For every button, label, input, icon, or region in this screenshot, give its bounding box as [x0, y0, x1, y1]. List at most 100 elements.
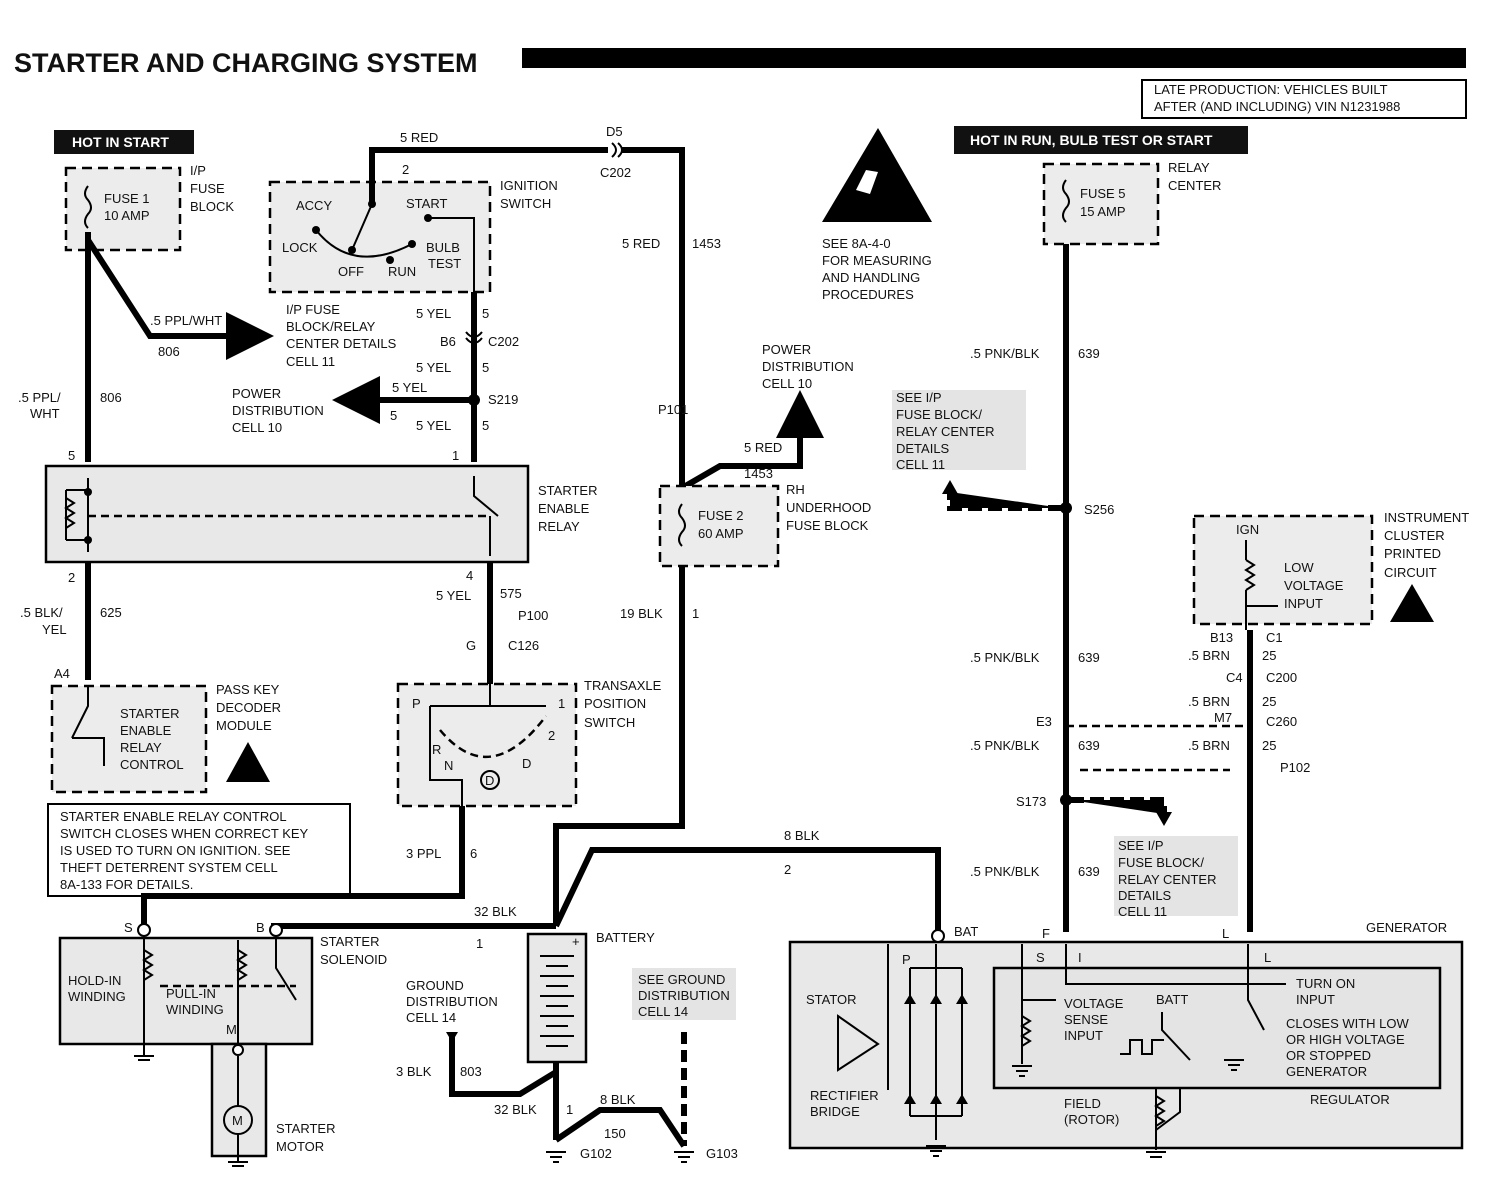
theft-note: 8A-133 FOR DETAILS.: [60, 877, 193, 892]
cluster-lv: VOLTAGE: [1284, 578, 1344, 593]
cluster-label: PRINTED: [1384, 546, 1441, 561]
wire-639-branch2: [1070, 797, 1167, 814]
passkey-label: MODULE: [216, 718, 272, 733]
passkey-switch: [71, 686, 105, 766]
wire-label: 1453: [692, 236, 721, 251]
wire-label: 5 YEL: [392, 380, 427, 395]
fuse1-symbol: [84, 185, 92, 229]
ground-symbol: [926, 1145, 946, 1157]
fuse2-symbol: [678, 503, 686, 547]
wire-label: YEL: [42, 622, 67, 637]
pull-label: WINDING: [166, 1002, 224, 1017]
turnon-label: INPUT: [1296, 992, 1335, 1007]
battery-cells: [540, 955, 574, 1047]
fuse2-block-label: FUSE BLOCK: [786, 518, 869, 533]
wire-label: 150: [604, 1126, 626, 1141]
passkey-label: PASS KEY: [216, 682, 280, 697]
wire-label: 806: [158, 344, 180, 359]
note-seeip1: RELAY CENTER: [896, 424, 995, 439]
wire-label: D5: [606, 124, 623, 139]
gen-pin: P: [902, 952, 911, 967]
wire-label: 5 YEL: [436, 588, 471, 603]
esd-note: AND HANDLING: [822, 270, 920, 285]
fuse1-amp: 10 AMP: [104, 208, 150, 223]
note-seeip2: DETAILS: [1118, 888, 1172, 903]
wire-label: 5: [482, 360, 489, 375]
closes-label: GENERATOR: [1286, 1064, 1367, 1079]
note-seeip2-bg: [1114, 836, 1238, 916]
solenoid-label: SOLENOID: [320, 952, 387, 967]
ign-pin: 2: [402, 162, 409, 177]
wire-label: 5 RED: [400, 130, 438, 145]
relay-coil-winding: [64, 497, 76, 529]
wire-label: .5 PPL/: [18, 390, 61, 405]
closes-label: OR STOPPED: [1286, 1048, 1371, 1063]
vsense-label: VOLTAGE: [1064, 996, 1124, 1011]
fuse2-amp: 60 AMP: [698, 526, 744, 541]
batt-label: BATT: [1156, 992, 1188, 1007]
hot-in-run-label-bg: [954, 126, 1248, 154]
hot-in-start-label-bg: [54, 130, 194, 154]
arrow-head: [446, 1032, 458, 1042]
wire-label: .5 PNK/BLK: [970, 346, 1040, 361]
ign-start: START: [406, 196, 447, 211]
wire-label: 1453: [744, 466, 773, 481]
ign-wiper: [315, 203, 475, 292]
trans-label: TRANSAXLE: [584, 678, 662, 693]
relay-label: STARTER: [538, 483, 597, 498]
pin-label: A4: [54, 666, 70, 681]
trans-pos: N: [444, 758, 453, 773]
theft-note-box: [47, 803, 351, 897]
wire-label: 25: [1262, 648, 1276, 663]
starter-solenoid-box: [58, 936, 314, 1046]
passkey-inner: ENABLE: [120, 723, 172, 738]
wire-label: .5 BLK/: [20, 605, 63, 620]
gen-pin: L: [1264, 950, 1271, 965]
motor-terminal: [232, 1044, 244, 1056]
battery-label: BATTERY: [596, 930, 655, 945]
fuse5-block-label: CENTER: [1168, 178, 1221, 193]
ign-bulb: BULB: [426, 240, 460, 255]
wire-639-branch: [947, 492, 1062, 511]
wire-label: WHT: [30, 406, 60, 421]
sol-terminal-b: [269, 923, 283, 937]
connector-c202: [611, 142, 623, 158]
wire-label: C202: [600, 165, 631, 180]
wire-19blk: [553, 566, 685, 926]
production-note-line: AFTER (AND INCLUDING) VIN N1231988: [1154, 99, 1400, 114]
trans-pos: 2: [548, 728, 555, 743]
wire-label: 1: [692, 606, 699, 621]
closes-label: OR HIGH VOLTAGE: [1286, 1032, 1405, 1047]
turnon-label: TURN ON: [1296, 976, 1355, 991]
battery-box: [526, 932, 588, 1064]
wire-label: C260: [1266, 714, 1297, 729]
wire-label: P101: [658, 402, 688, 417]
wire-label: B6: [440, 334, 456, 349]
note-ipfuse: BLOCK/RELAY: [286, 319, 376, 334]
wire-label: 5 YEL: [416, 418, 451, 433]
wire-label: E3: [1036, 714, 1052, 729]
gen-terminal-bat: [931, 929, 945, 943]
note-seeip2: CELL 11: [1118, 904, 1167, 919]
wire-8blk-150: [554, 1107, 687, 1148]
sol-pin: S: [124, 920, 133, 935]
note-gnd1: CELL 14: [406, 1010, 456, 1025]
generator-label: GENERATOR: [1366, 920, 1447, 935]
wire-label: 575: [500, 586, 522, 601]
wire-label: 639: [1078, 650, 1100, 665]
wire-label: 32 BLK: [474, 904, 517, 919]
wire-label: 8 BLK: [784, 828, 820, 843]
wire-3ppl: [141, 806, 465, 930]
g102-label: G102: [580, 1146, 612, 1161]
fuse1-name: FUSE 1: [104, 191, 150, 206]
trans-pos: D: [522, 756, 531, 771]
stator-label: STATOR: [806, 992, 857, 1007]
trans-label: SWITCH: [584, 715, 635, 730]
battery-ground-wire: [449, 1036, 559, 1140]
theft-note: STARTER ENABLE RELAY CONTROL: [60, 809, 287, 824]
fuse1-block-label: I/P: [190, 163, 206, 178]
cluster-label: INSTRUMENT: [1384, 510, 1469, 525]
note-seeip1-bg: [892, 390, 1026, 470]
note-gnd1: DISTRIBUTION: [406, 994, 498, 1009]
wire-label: G: [466, 638, 476, 653]
